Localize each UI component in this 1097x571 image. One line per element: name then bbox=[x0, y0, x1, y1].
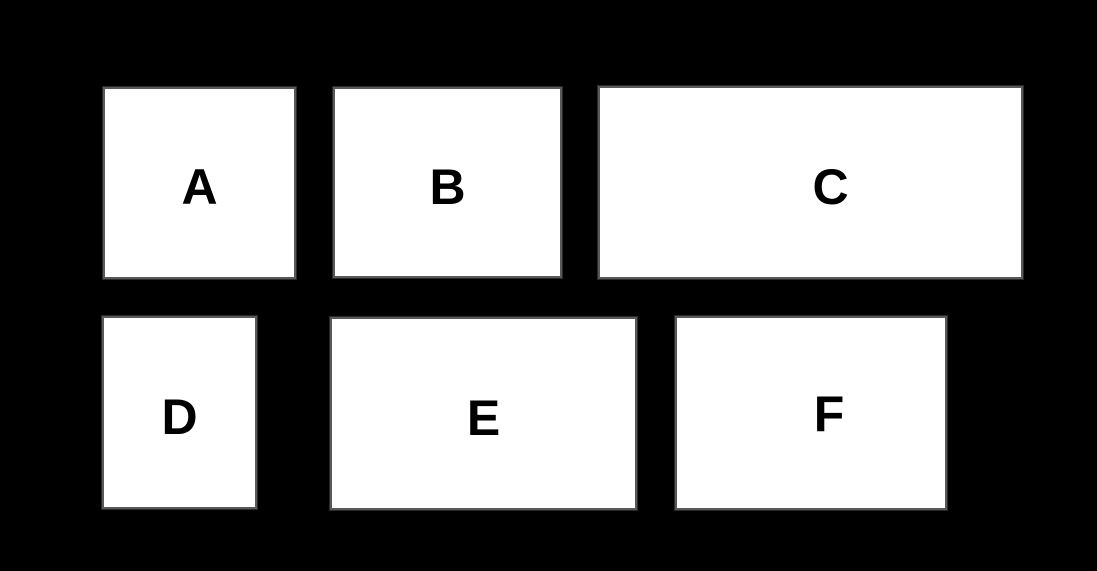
box-f-label: F bbox=[813, 386, 845, 442]
box-e-label: E bbox=[466, 389, 501, 446]
box-f[interactable]: F bbox=[675, 316, 947, 510]
box-e[interactable]: E bbox=[330, 317, 637, 510]
box-d-label: D bbox=[161, 388, 198, 445]
box-d[interactable]: D bbox=[102, 316, 257, 509]
box-b[interactable]: B bbox=[333, 87, 562, 278]
box-a[interactable]: A bbox=[103, 87, 296, 279]
box-b-label: B bbox=[429, 158, 466, 215]
box-a-label: A bbox=[181, 159, 218, 215]
box-c[interactable]: C bbox=[598, 86, 1023, 279]
box-c-label: C bbox=[812, 158, 849, 215]
